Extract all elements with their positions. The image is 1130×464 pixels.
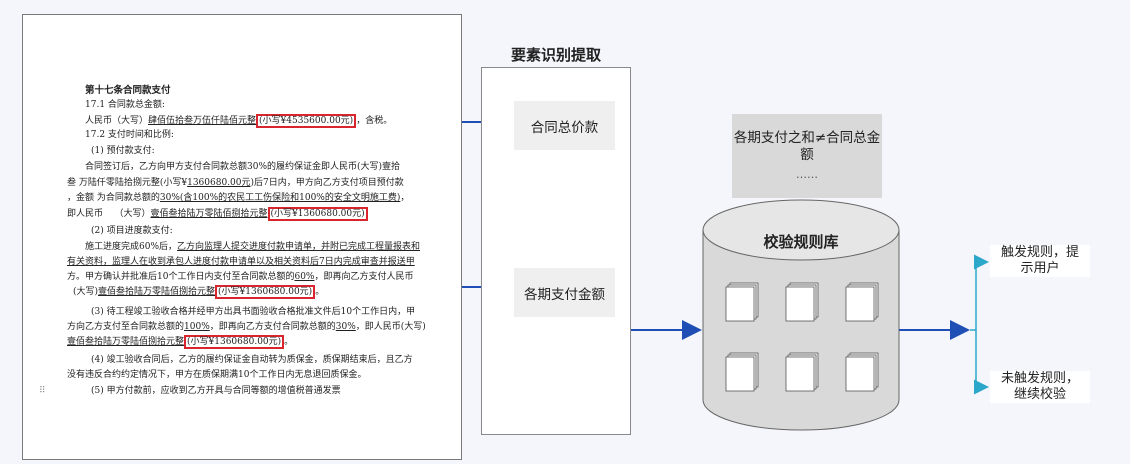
ellipsis: ……: [796, 167, 818, 181]
doc-line: (5) 甲方付款前，应收到乙方开具与合同等额的增值税普通发票: [91, 386, 341, 396]
doc-line: 叁 万陆仟零陆拾捌元整(小写¥1360680.00元)后7日内，甲方向乙方支付项…: [67, 178, 404, 188]
highlight-installment-2: (小写¥1360680.00元): [215, 285, 316, 299]
drag-handle-icon: ⠿: [39, 386, 46, 396]
doc-line: 人民币（大写）肆佰伍拾叁万伍仟陆佰元整(小写¥4535600.00元)，含税。: [85, 114, 393, 128]
extracted-total-price-box: 合同总价款: [514, 101, 615, 150]
doc-line: 方向乙方支付至合同款总额的100%，即再向乙方支付合同款总额的30%，即人民币(…: [67, 322, 426, 332]
doc-line: (2) 项目进度款支付:: [91, 226, 173, 236]
output-branch-connector: [970, 254, 989, 395]
output-not-triggered: 未触发规则， 继续校验: [990, 371, 1090, 403]
rule-example-line: 额: [800, 146, 814, 163]
doc-line: ，金额 为合同款总额的30%(含100%的农民工工伤保险和100%的安全文明施工…: [67, 193, 410, 203]
doc-line: (大写)壹佰叁拾陆万零陆佰捌拾元整(小写¥1360680.00元)。: [73, 285, 325, 299]
doc-line: 17.2 支付时间和比例:: [85, 130, 174, 140]
extracted-installments-box: 各期支付金额: [514, 268, 615, 317]
doc-line: 合同签订后，乙方向甲方支付合同款总额30%的履约保证金即人民币(大写)壹拾: [85, 162, 401, 172]
doc-line: 壹佰叁拾陆万零陆佰捌拾元整(小写¥1360680.00元)。: [67, 335, 294, 349]
highlight-total-amount: (小写¥4535600.00元): [256, 114, 357, 128]
doc-line: 施工进度完成60%后，乙方向监理人提交进度付款申请单，并附已完成工程量报表和: [85, 242, 421, 252]
doc-line: (3) 待工程竣工验收合格并经甲方出具书面验收合格批准文件后10个工作日内，甲: [91, 307, 416, 317]
contract-document: 第十七条合同款支付 17.1 合同款总金额: 人民币（大写）肆佰伍拾叁万伍仟陆佰…: [22, 14, 462, 460]
rule-example-line: 各期支付之和≠合同总金: [733, 129, 881, 146]
doc-line: 即人民币 （大写）壹佰叁拾陆万零陆佰捌拾元整(小写¥1360680.00元): [67, 207, 368, 221]
rule-example-box: 各期支付之和≠合同总金 额 ……: [732, 114, 882, 198]
document-icons: [725, 282, 879, 392]
doc-line: 有关资料，监理人在收到承包人进度付款申请单以及相关资料后7日内完成审查并报送甲: [67, 257, 415, 267]
highlight-installment-3: (小写¥1360680.00元): [184, 335, 285, 349]
doc-line: (4) 竣工验收合同后，乙方的履约保证金自动转为质保金，质保期结束后，且乙方: [91, 355, 413, 365]
doc-line: 没有违反合约约定情况下，甲方在质保期满10个工作日内无息退回质保金。: [67, 370, 367, 380]
doc-line: 17.1 合同款总金额:: [85, 100, 165, 110]
highlight-installment-1: (小写¥1360680.00元): [267, 207, 368, 221]
extraction-panel-title: 要素识别提取: [510, 46, 601, 64]
doc-line: (1) 预付款支付:: [91, 146, 155, 156]
rulebase-label: 校验规则库: [763, 233, 839, 251]
output-triggered: 触发规则，提 示用户: [990, 245, 1090, 277]
doc-line: 方。甲方确认并批准后10个工作日内支付至合同款总额的60%，即再向乙方支付人民币: [67, 272, 414, 282]
document-title: 第十七条合同款支付: [85, 85, 171, 96]
